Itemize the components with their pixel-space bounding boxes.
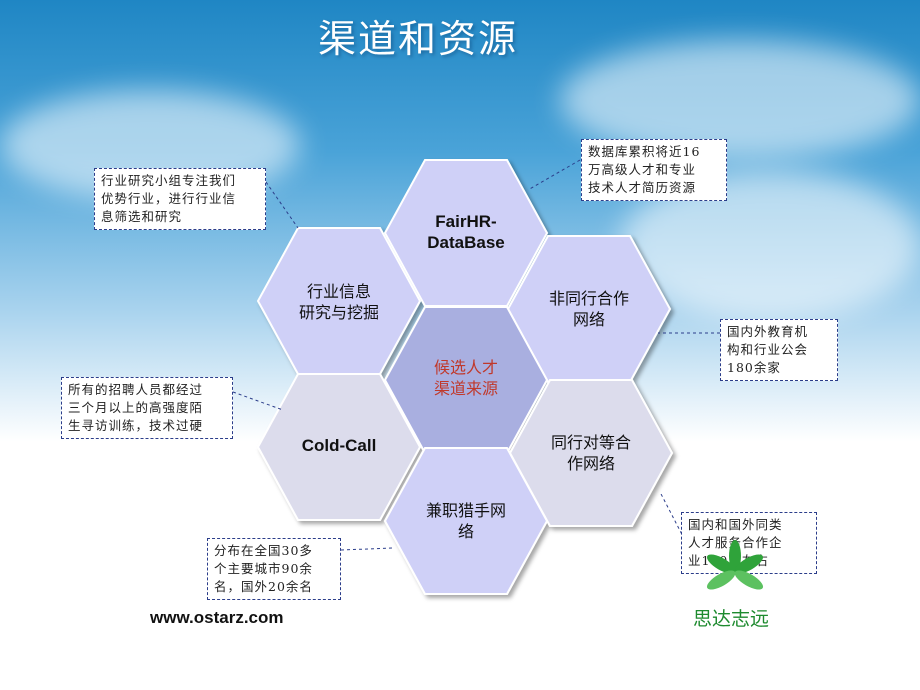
note-part-time-hunters: 分布在全国30多个主要城市90余名，国外20余名 <box>207 538 341 600</box>
connector-line <box>659 491 691 551</box>
note-partner-companies: 国内和国外同类人才服务合作企业100家左右 <box>681 512 817 574</box>
hex-part-time-hunters <box>383 447 549 595</box>
connector-line <box>265 181 299 229</box>
website-url: www.ostarz.com <box>150 608 284 627</box>
page-title: 渠道和资源 <box>318 17 519 61</box>
hex-label-part-time-hunters: 兼职猎手网络 <box>425 501 506 541</box>
hex-label-database: FairHR-DataBase <box>427 212 505 252</box>
hex-label-peer-network: 同行对等合作网络 <box>550 433 631 473</box>
hex-label-industry-research: 行业信息研究与挖掘 <box>298 282 379 322</box>
hex-label-cold-call: Cold-Call <box>301 436 377 455</box>
connector-line <box>527 159 581 191</box>
connector-line <box>340 547 394 551</box>
hex-label-non-peer-network: 非同行合作网络 <box>548 289 629 329</box>
connector-line <box>232 391 284 411</box>
hex-label-candidate-source: 候选人才渠道来源 <box>433 358 498 398</box>
note-industry-research: 行业研究小组专注我们优势行业，进行行业信息筛选和研究 <box>94 168 266 230</box>
hex-cold-call <box>256 373 422 521</box>
note-cold-call: 所有的招聘人员都经过三个月以上的高强度陌生寻访训练，技术过硬 <box>61 377 233 439</box>
brand-logo-icon <box>706 540 764 590</box>
brand-name: 思达志远 <box>693 608 770 630</box>
hex-peer-network <box>508 379 674 527</box>
